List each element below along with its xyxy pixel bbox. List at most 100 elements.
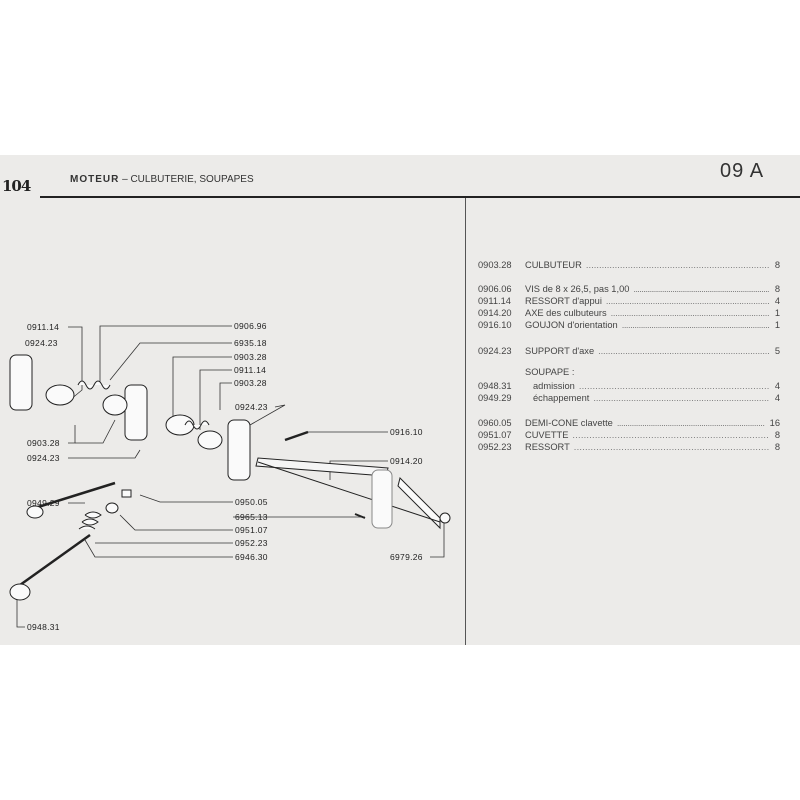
circlip: [439, 512, 451, 524]
part-code: 0906.06: [478, 284, 512, 294]
parts-row: 0916.10 GOUJON d'orientation.............…: [478, 319, 780, 331]
shaft-support: [124, 384, 148, 441]
shaft-support: [371, 469, 393, 529]
leader-dots: ........................................…: [598, 346, 770, 356]
part-quantity: 5: [774, 346, 780, 356]
callout-label: 0903.28: [27, 438, 60, 448]
callout-label: 0924.23: [27, 453, 60, 463]
part-description: SUPPORT d'axe: [525, 346, 595, 356]
part-code: 0911.14: [478, 296, 511, 306]
leader-dots: ........................................…: [573, 442, 770, 452]
part-code: 0960.05: [478, 418, 512, 428]
parts-row: 0903.28 CULBUTEUR........................…: [478, 259, 780, 271]
leader-dots: ........................................…: [621, 320, 770, 330]
group-heading-soupape: SOUPAPE :: [525, 367, 575, 377]
part-quantity: 1: [774, 320, 780, 330]
callout-label: 6979.26: [390, 552, 423, 562]
part-quantity: 16: [769, 418, 780, 428]
part-code: 0949.29: [478, 393, 512, 403]
parts-row: 0911.14 RESSORT d'appui..................…: [478, 295, 780, 307]
title-section: MOTEUR: [70, 174, 120, 185]
page-title: MOTEUR – CULBUTERIE, SOUPAPES: [70, 174, 254, 186]
callout-label: 0951.07: [235, 525, 268, 535]
part-quantity: 8: [774, 442, 780, 452]
part-code: 0914.20: [478, 308, 512, 318]
parts-row: 0952.23 RESSORT..........................…: [478, 441, 780, 453]
part-code: 0952.23: [478, 442, 512, 452]
part-description: VIS de 8 x 26,5, pas 1,00: [525, 284, 630, 294]
exploded-diagram: [9, 325, 451, 628]
leader-dots: ........................................…: [605, 296, 770, 306]
callout-label: 0924.23: [235, 402, 268, 412]
part-description: AXE des culbuteurs: [525, 308, 607, 318]
intake-valve-stem: [19, 533, 91, 587]
callout-label: 0911.14: [234, 365, 267, 375]
page-reference: 09 A: [720, 160, 765, 182]
parts-row: 0949.29 échappement......................…: [478, 392, 780, 404]
part-code: 0924.23: [478, 346, 512, 356]
model-logo: 104: [2, 177, 31, 195]
part-description: RESSORT: [525, 442, 570, 452]
part-description: CUVETTE: [525, 430, 569, 440]
cotter: [121, 489, 132, 498]
callout-label: 6965.13: [235, 512, 268, 522]
shaft-support: [227, 419, 251, 481]
part-quantity: 1: [774, 308, 780, 318]
spring: [77, 380, 111, 390]
rocker-arm: [102, 394, 128, 416]
part-quantity: 4: [774, 296, 780, 306]
part-description: DEMI-CONE clavette: [525, 418, 613, 428]
callout-label: 0950.05: [235, 497, 268, 507]
pin: [354, 513, 366, 519]
spring: [184, 420, 210, 430]
parts-row: 0906.06 VIS de 8 x 26,5, pas 1,00........…: [478, 283, 780, 295]
part-quantity: 8: [774, 430, 780, 440]
leader-dots: ........................................…: [572, 430, 770, 440]
callout-label: 0903.28: [234, 378, 267, 388]
exhaust-valve-head: [26, 505, 44, 519]
part-quantity: 4: [774, 381, 780, 391]
part-description: admission: [533, 381, 575, 391]
part-description: RESSORT d'appui: [525, 296, 602, 306]
header-rule: [40, 196, 800, 198]
part-quantity: 4: [774, 393, 780, 403]
leader-dots: ........................................…: [610, 308, 770, 318]
leader-dots: ........................................…: [585, 260, 770, 270]
spring-cup: [105, 502, 119, 514]
leader-dots: ........................................…: [633, 284, 769, 294]
column-divider: [465, 198, 466, 645]
parts-row: 0914.20 AXE des culbuteurs...............…: [478, 307, 780, 319]
callout-label: 6946.30: [235, 552, 268, 562]
callout-label: 0903.28: [234, 352, 267, 362]
part-code: 0916.10: [478, 320, 512, 330]
parts-row: 0948.31 admission........................…: [478, 380, 780, 392]
part-code: 0948.31: [478, 381, 512, 391]
parts-drawing: [9, 354, 451, 601]
callout-label: 0952.23: [235, 538, 268, 548]
part-quantity: 8: [774, 284, 780, 294]
leader-dots: ........................................…: [616, 418, 765, 428]
parts-row: 0924.23 SUPPORT d'axe....................…: [478, 345, 780, 357]
rocker-arm: [197, 430, 223, 450]
part-description: CULBUTEUR: [525, 260, 582, 270]
title-subsection: – CULBUTERIE, SOUPAPES: [119, 174, 254, 185]
part-description: GOUJON d'orientation: [525, 320, 618, 330]
leader-dots: ........................................…: [578, 381, 770, 391]
stud: [284, 430, 309, 442]
callout-label: 0924.23: [25, 338, 58, 348]
callout-label: 0914.20: [390, 456, 423, 466]
parts-row: 0960.05 DEMI-CONE clavette...............…: [478, 417, 780, 429]
intake-valve-head: [9, 583, 31, 601]
callout-label: 0948.31: [27, 622, 60, 632]
valve-spring: [78, 511, 102, 530]
callout-label: 6935.18: [234, 338, 267, 348]
leader-dots: ........................................…: [593, 393, 769, 403]
callout-label: 0916.10: [390, 427, 423, 437]
part-code: 0903.28: [478, 260, 512, 270]
part-quantity: 8: [774, 260, 780, 270]
callout-label: 0911.14: [27, 322, 60, 332]
part-code: 0951.07: [478, 430, 512, 440]
callout-label: 0906.96: [234, 321, 267, 331]
part-description: échappement: [533, 393, 590, 403]
callout-label: 0949.29: [27, 498, 60, 508]
